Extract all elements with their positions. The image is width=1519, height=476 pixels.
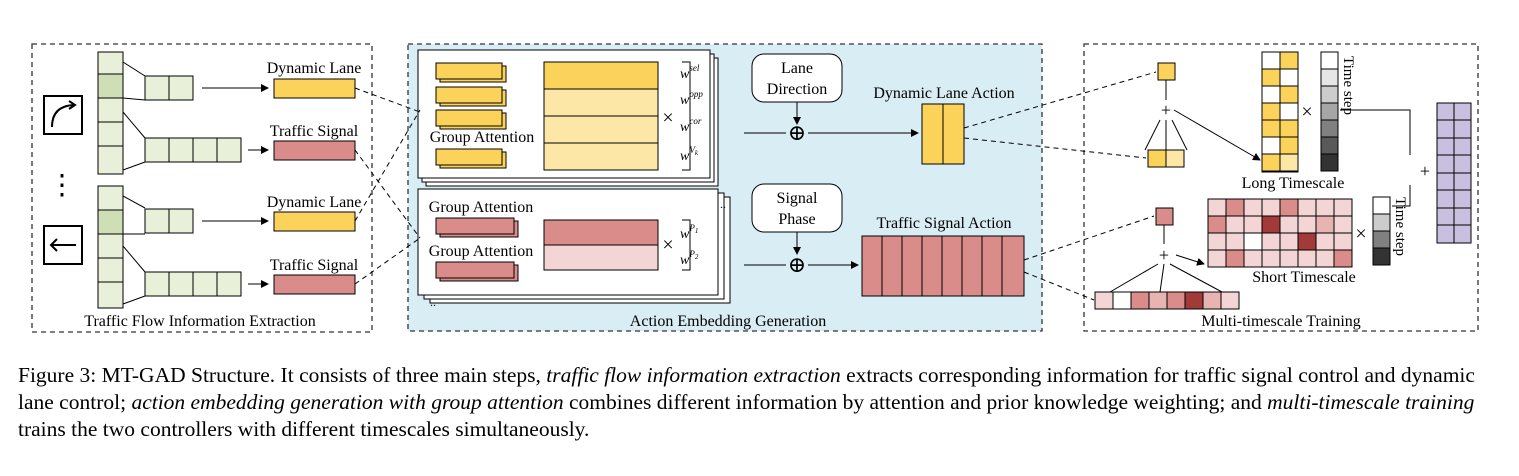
lane-action-node xyxy=(1157,62,1176,81)
times-top: × xyxy=(662,107,673,129)
svg-text:Group Attention: Group Attention xyxy=(430,129,534,146)
connectors-extraction-to-embedding xyxy=(354,87,421,285)
signal-action-node xyxy=(1155,207,1174,226)
svg-text:..: .. xyxy=(430,295,436,309)
traffic-signal-action-label: Traffic Signal Action xyxy=(876,215,1011,232)
long-timescale-matrix xyxy=(1261,51,1299,173)
caption-step1: traffic flow information extraction xyxy=(546,363,841,387)
panel-extraction: ⋮ xyxy=(31,43,373,333)
traffic-signal-output-1 xyxy=(273,140,356,161)
long-time-step-column xyxy=(1320,51,1339,172)
plus-long: + xyxy=(1161,100,1171,120)
oplus-top: ⊕ xyxy=(788,120,806,145)
panel-embedding: Group Attention × wsel wopp wcor wVk .. … xyxy=(407,43,1043,332)
label-dynamic-lane-2: Dynamic Lane xyxy=(267,194,362,211)
group-attention-bottom: Group Attention Group Attention xyxy=(429,199,533,282)
panel-title-extraction: Traffic Flow Information Extraction xyxy=(84,313,316,330)
plus-short: + xyxy=(1159,245,1169,265)
phase-weight-matrix xyxy=(543,219,659,271)
weights-bottom: wP1 wP2 xyxy=(680,219,699,271)
figure-caption: Figure 3: MT-GAD Structure. It consists … xyxy=(18,363,1475,441)
caption-step2: action embedding generation with group a… xyxy=(131,390,564,414)
dynamic-lane-output-1 xyxy=(273,78,356,99)
panel-title-training: Multi-timescale Training xyxy=(1201,313,1361,330)
times-short: × xyxy=(1355,223,1366,245)
short-timescale-matrix xyxy=(1207,198,1353,268)
dl-feature-vector-1 xyxy=(144,75,194,101)
svg-text:..: .. xyxy=(720,197,726,211)
signal-history-vector xyxy=(1094,291,1240,310)
dl-feature-vector-2 xyxy=(144,208,194,234)
dynamic-lane-action-label: Dynamic Lane Action xyxy=(873,85,1014,102)
svg-text:Group Attention: Group Attention xyxy=(429,199,533,216)
svg-text:wP2: wP2 xyxy=(680,249,699,268)
caption-step3: multi-timescale training xyxy=(1267,390,1475,414)
ts-feature-vector-2 xyxy=(144,271,242,297)
group-attention-top: Group Attention xyxy=(430,62,534,169)
signal-phase-box: Signal Phase xyxy=(751,183,843,233)
svg-text:Phase: Phase xyxy=(778,211,815,228)
ts-feature-vector-1 xyxy=(144,137,242,163)
label-traffic-signal-2: Traffic Signal xyxy=(270,257,359,274)
feature-column-bottom xyxy=(97,185,124,309)
plus-combine: + xyxy=(1420,161,1430,181)
svg-text:Group Attention: Group Attention xyxy=(429,243,533,260)
svg-text:wopp: wopp xyxy=(680,89,703,108)
combined-output-matrix xyxy=(1436,102,1472,244)
svg-text:wcor: wcor xyxy=(680,116,702,135)
long-timescale-label: Long Timescale xyxy=(1242,175,1345,192)
turn-right-icon xyxy=(43,95,83,135)
lane-weight-matrix xyxy=(543,61,659,171)
svg-text:Lane: Lane xyxy=(781,60,813,77)
lane-history-vector xyxy=(1147,149,1185,168)
panel-training: + × Time step Long xyxy=(1083,43,1479,332)
mt-gad-diagram: ⋮ xyxy=(31,43,1479,333)
label-dynamic-lane-1: Dynamic Lane xyxy=(267,60,362,77)
ellipsis: ⋮ xyxy=(48,170,76,201)
lane-direction-box: Lane Direction xyxy=(751,53,843,103)
svg-text:wVk: wVk xyxy=(680,145,699,164)
short-time-step-column xyxy=(1372,196,1391,266)
left-arrow-icon xyxy=(43,225,83,265)
traffic-signal-action-vector xyxy=(861,235,1025,297)
panel-title-embedding: Action Embedding Generation xyxy=(630,313,826,330)
svg-text:wP1: wP1 xyxy=(680,223,698,242)
svg-text:Direction: Direction xyxy=(767,81,827,98)
weights-top: wsel wopp wcor wVk xyxy=(680,61,703,171)
extraction-lines xyxy=(122,61,146,305)
svg-text:Signal: Signal xyxy=(777,190,818,207)
oplus-bottom: ⊕ xyxy=(788,252,806,277)
dynamic-lane-output-2 xyxy=(273,211,356,232)
traffic-signal-output-2 xyxy=(273,274,356,295)
label-traffic-signal-1: Traffic Signal xyxy=(270,123,359,140)
short-timescale-label: Short Timescale xyxy=(1252,269,1356,286)
connectors-embedding-to-training xyxy=(963,71,1157,301)
feature-column-top xyxy=(97,51,124,175)
time-step-short: Time step xyxy=(1392,197,1408,256)
dynamic-lane-action-vector xyxy=(921,103,965,165)
time-step-long: Time step xyxy=(1340,56,1356,115)
times-bottom: × xyxy=(662,234,673,256)
times-long: × xyxy=(1301,101,1312,123)
svg-text:wsel: wsel xyxy=(680,63,700,82)
